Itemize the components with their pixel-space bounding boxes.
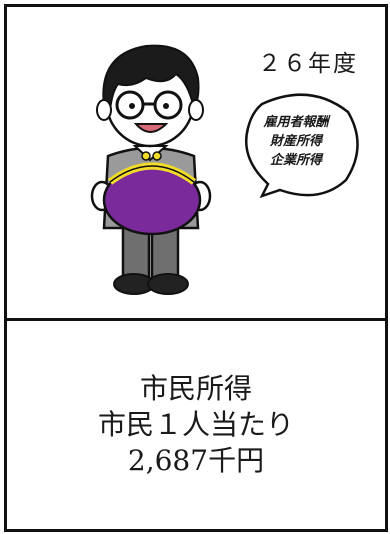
right-shoe [147, 273, 189, 295]
info-value: 2,687千円 [127, 444, 265, 477]
hair [102, 44, 200, 112]
info-subtitle: 市民１人当たり [97, 408, 294, 441]
section-divider [4, 318, 388, 321]
income-type-enterprise-income: 企業所得 [269, 153, 322, 168]
fiscal-year-label: ２６年度 [258, 51, 358, 77]
man-with-purse-illustration [90, 44, 359, 295]
info-title: 市民所得 [139, 372, 252, 405]
speech-bubble [244, 93, 359, 199]
card-frame [4, 4, 388, 532]
income-type-employee-compensation: 雇用者報酬 [263, 115, 329, 130]
speech-bubble-text: 雇用者報酬 財産所得 企業所得 [246, 113, 346, 170]
income-info: 市民所得 市民１人当たり 2,687千円 [4, 371, 388, 479]
smiling-mouth [133, 123, 169, 133]
income-type-property-income: 財産所得 [269, 134, 322, 149]
